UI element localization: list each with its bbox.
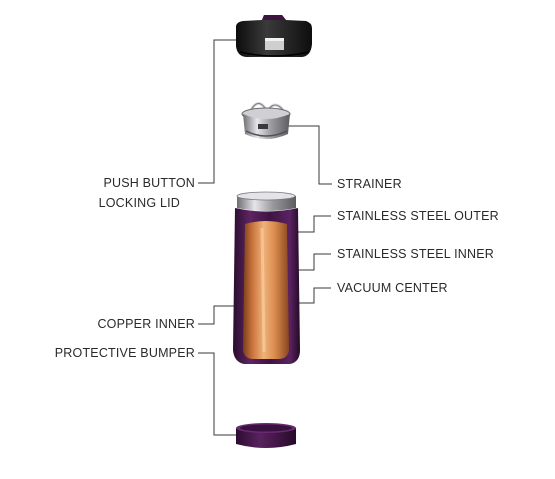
leader-push-button xyxy=(198,39,236,184)
strainer-icon xyxy=(241,102,291,139)
label-ss-inner: STAINLESS STEEL INNER xyxy=(337,247,495,261)
label-push-button-line1: PUSH BUTTON xyxy=(103,176,195,190)
label-push-button-line2: LOCKING LID xyxy=(98,196,180,210)
leader-ss-outer xyxy=(292,215,331,233)
label-protective-bumper: PROTECTIVE BUMPER xyxy=(54,346,195,360)
push-button-lid-icon xyxy=(236,15,312,57)
label-ss-outer: STAINLESS STEEL OUTER xyxy=(337,209,499,223)
leader-copper-inner xyxy=(198,305,241,325)
protective-bumper-icon xyxy=(236,423,296,448)
leader-protective-bumper xyxy=(198,352,236,436)
bottle-body-icon xyxy=(233,191,300,364)
leader-lines xyxy=(198,39,332,436)
label-strainer: STRAINER xyxy=(337,177,402,191)
leader-strainer xyxy=(283,125,332,185)
label-vacuum-center: VACUUM CENTER xyxy=(337,281,448,295)
label-copper-inner: COPPER INNER xyxy=(97,317,195,331)
leader-vacuum-center xyxy=(294,287,331,304)
leader-ss-inner xyxy=(296,253,331,271)
